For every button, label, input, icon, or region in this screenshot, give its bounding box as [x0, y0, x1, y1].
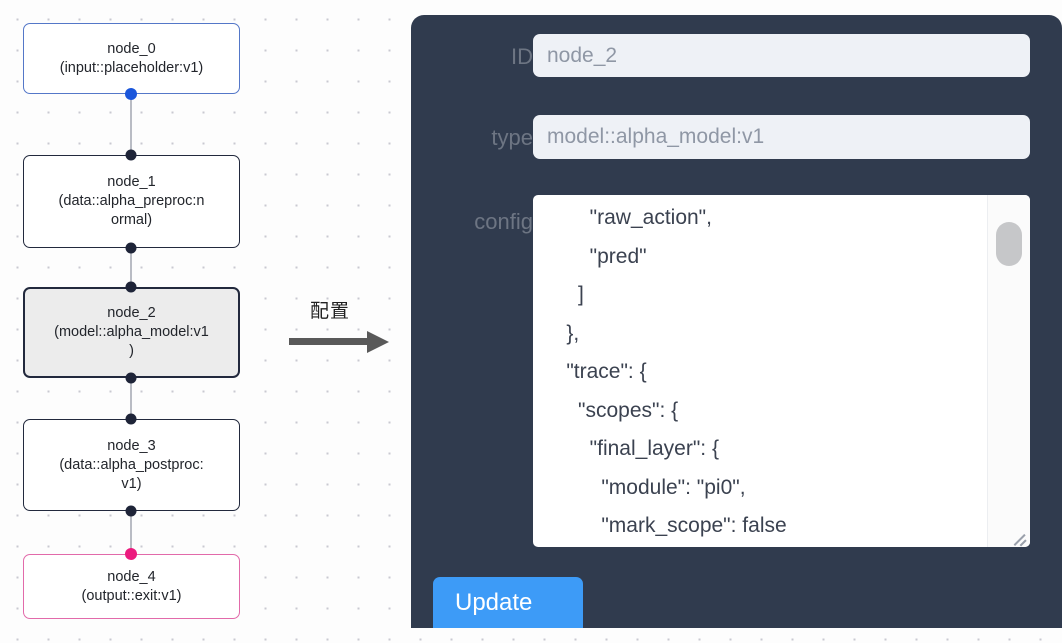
- node0-source-handle[interactable]: [125, 88, 137, 100]
- edge-node0-node1: [130, 90, 132, 158]
- arrow-shaft: [289, 338, 369, 345]
- flow-graph[interactable]: node_0 (input::placeholder:v1) node_1 (d…: [0, 0, 400, 643]
- node2-target-handle[interactable]: [125, 281, 137, 293]
- node-type-label-line2: v1): [121, 475, 142, 492]
- config-scrollbar[interactable]: [987, 195, 1030, 547]
- edge-node2-node3: [130, 374, 132, 422]
- node-id-label: node_3: [107, 437, 156, 454]
- annotation-caption: 配置: [309, 301, 350, 322]
- node-type-label-line2: ): [129, 343, 134, 359]
- field-row-config: config "raw_action", "pred" ] }, "trace"…: [433, 195, 1050, 547]
- graph-node-node_4[interactable]: node_4 (output::exit:v1): [23, 554, 240, 619]
- node3-target-handle[interactable]: [125, 413, 137, 425]
- graph-node-node_2[interactable]: node_2 (model::alpha_model:v1 ): [23, 287, 240, 378]
- node3-source-handle[interactable]: [125, 505, 137, 517]
- node1-source-handle[interactable]: [125, 242, 137, 254]
- node-type-label: (input::placeholder:v1): [59, 59, 204, 76]
- node-id-label: node_1: [107, 174, 156, 190]
- graph-node-node_3[interactable]: node_3 (data::alpha_postproc: v1): [23, 419, 240, 511]
- node-type-label: (output::exit:v1): [81, 587, 182, 604]
- node-type-label-line2: ormal): [110, 212, 153, 228]
- node2-source-handle[interactable]: [125, 372, 137, 384]
- graph-node-node_1[interactable]: node_1 (data::alpha_preproc:n ormal): [23, 155, 240, 248]
- node-id-label: node_4: [107, 568, 156, 585]
- node-id-label: node_0: [107, 40, 156, 57]
- config-field-label: config: [474, 209, 533, 234]
- type-input[interactable]: [533, 115, 1030, 159]
- config-textarea-wrapper: "raw_action", "pred" ] }, "trace": { "sc…: [533, 195, 1030, 547]
- node4-target-handle[interactable]: [125, 548, 137, 560]
- field-row-type: type: [433, 115, 1050, 159]
- update-button[interactable]: Update: [433, 577, 583, 628]
- config-scrollbar-thumb[interactable]: [996, 222, 1022, 266]
- field-row-id: ID: [433, 34, 1050, 77]
- node-type-label-line1: (data::alpha_postproc:: [59, 456, 204, 473]
- node-properties-panel: ID type config "raw_action", "pred" ] },…: [411, 15, 1062, 628]
- edge-node1-node2: [130, 244, 132, 291]
- node-type-label-line1: (model::alpha_model:v1: [54, 324, 209, 340]
- type-field-label: type: [491, 125, 533, 150]
- edge-node3-node4: [130, 507, 132, 554]
- resize-handle-icon[interactable]: [1010, 527, 1028, 547]
- node1-target-handle[interactable]: [125, 149, 137, 161]
- config-textarea[interactable]: "raw_action", "pred" ] }, "trace": { "sc…: [566, 206, 787, 537]
- arrow-head-icon: [367, 330, 389, 353]
- graph-node-node_0[interactable]: node_0 (input::placeholder:v1): [23, 23, 240, 94]
- id-input[interactable]: [533, 34, 1030, 77]
- node-id-label: node_2: [107, 305, 156, 321]
- id-field-label: ID: [511, 44, 533, 69]
- node-type-label-line1: (data::alpha_preproc:n: [58, 193, 205, 209]
- configure-annotation: 配置: [287, 296, 397, 356]
